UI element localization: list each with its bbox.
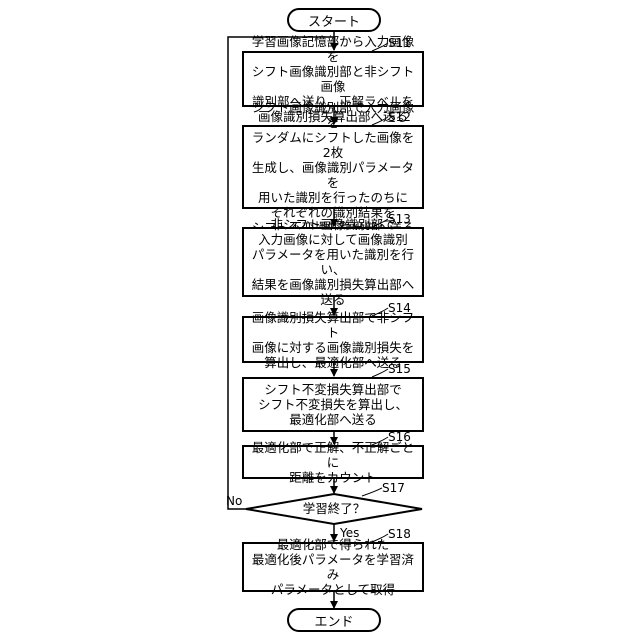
step-label-s18: S18: [388, 527, 411, 541]
step-box-s18: 最適化部で得られた 最適化後パラメータを学習済み パラメータとして取得: [242, 542, 424, 592]
end-terminal: エンド: [287, 608, 381, 632]
step-label-s16: S16: [388, 430, 411, 444]
step-label-s12: S12: [388, 110, 411, 124]
step-label-s11: S11: [388, 36, 411, 50]
leader-s15: [372, 369, 388, 377]
step-label-s13: S13: [388, 212, 411, 226]
branch-label-yes: Yes: [340, 526, 359, 540]
step-box-s12: シフト画像識別部で入力画像を ランダムにシフトした画像を2枚 生成し、画像識別パ…: [242, 125, 424, 209]
step-label-s15: S15: [388, 362, 411, 376]
branch-label-no: No: [226, 494, 242, 508]
step-box-s13: 非シフト画像識別部で 入力画像に対して画像識別 パラメータを用いた識別を行い、 …: [242, 227, 424, 297]
step-box-s15: シフト不変損失算出部で シフト不変損失を算出し、 最適化部へ送る: [242, 377, 424, 432]
step-label-s17: S17: [382, 481, 405, 495]
step-box-s16: 最適化部で正解、不正解ごとに 距離をカウント: [242, 445, 424, 479]
start-terminal: スタート: [287, 8, 381, 32]
leader-s17: [362, 488, 382, 496]
step-box-s14: 画像識別損失算出部で非シフト 画像に対する画像識別損失を 算出し、最適化部へ送る: [242, 316, 424, 363]
decision-text: 学習終了？: [284, 501, 384, 516]
step-label-s14: S14: [388, 301, 411, 315]
